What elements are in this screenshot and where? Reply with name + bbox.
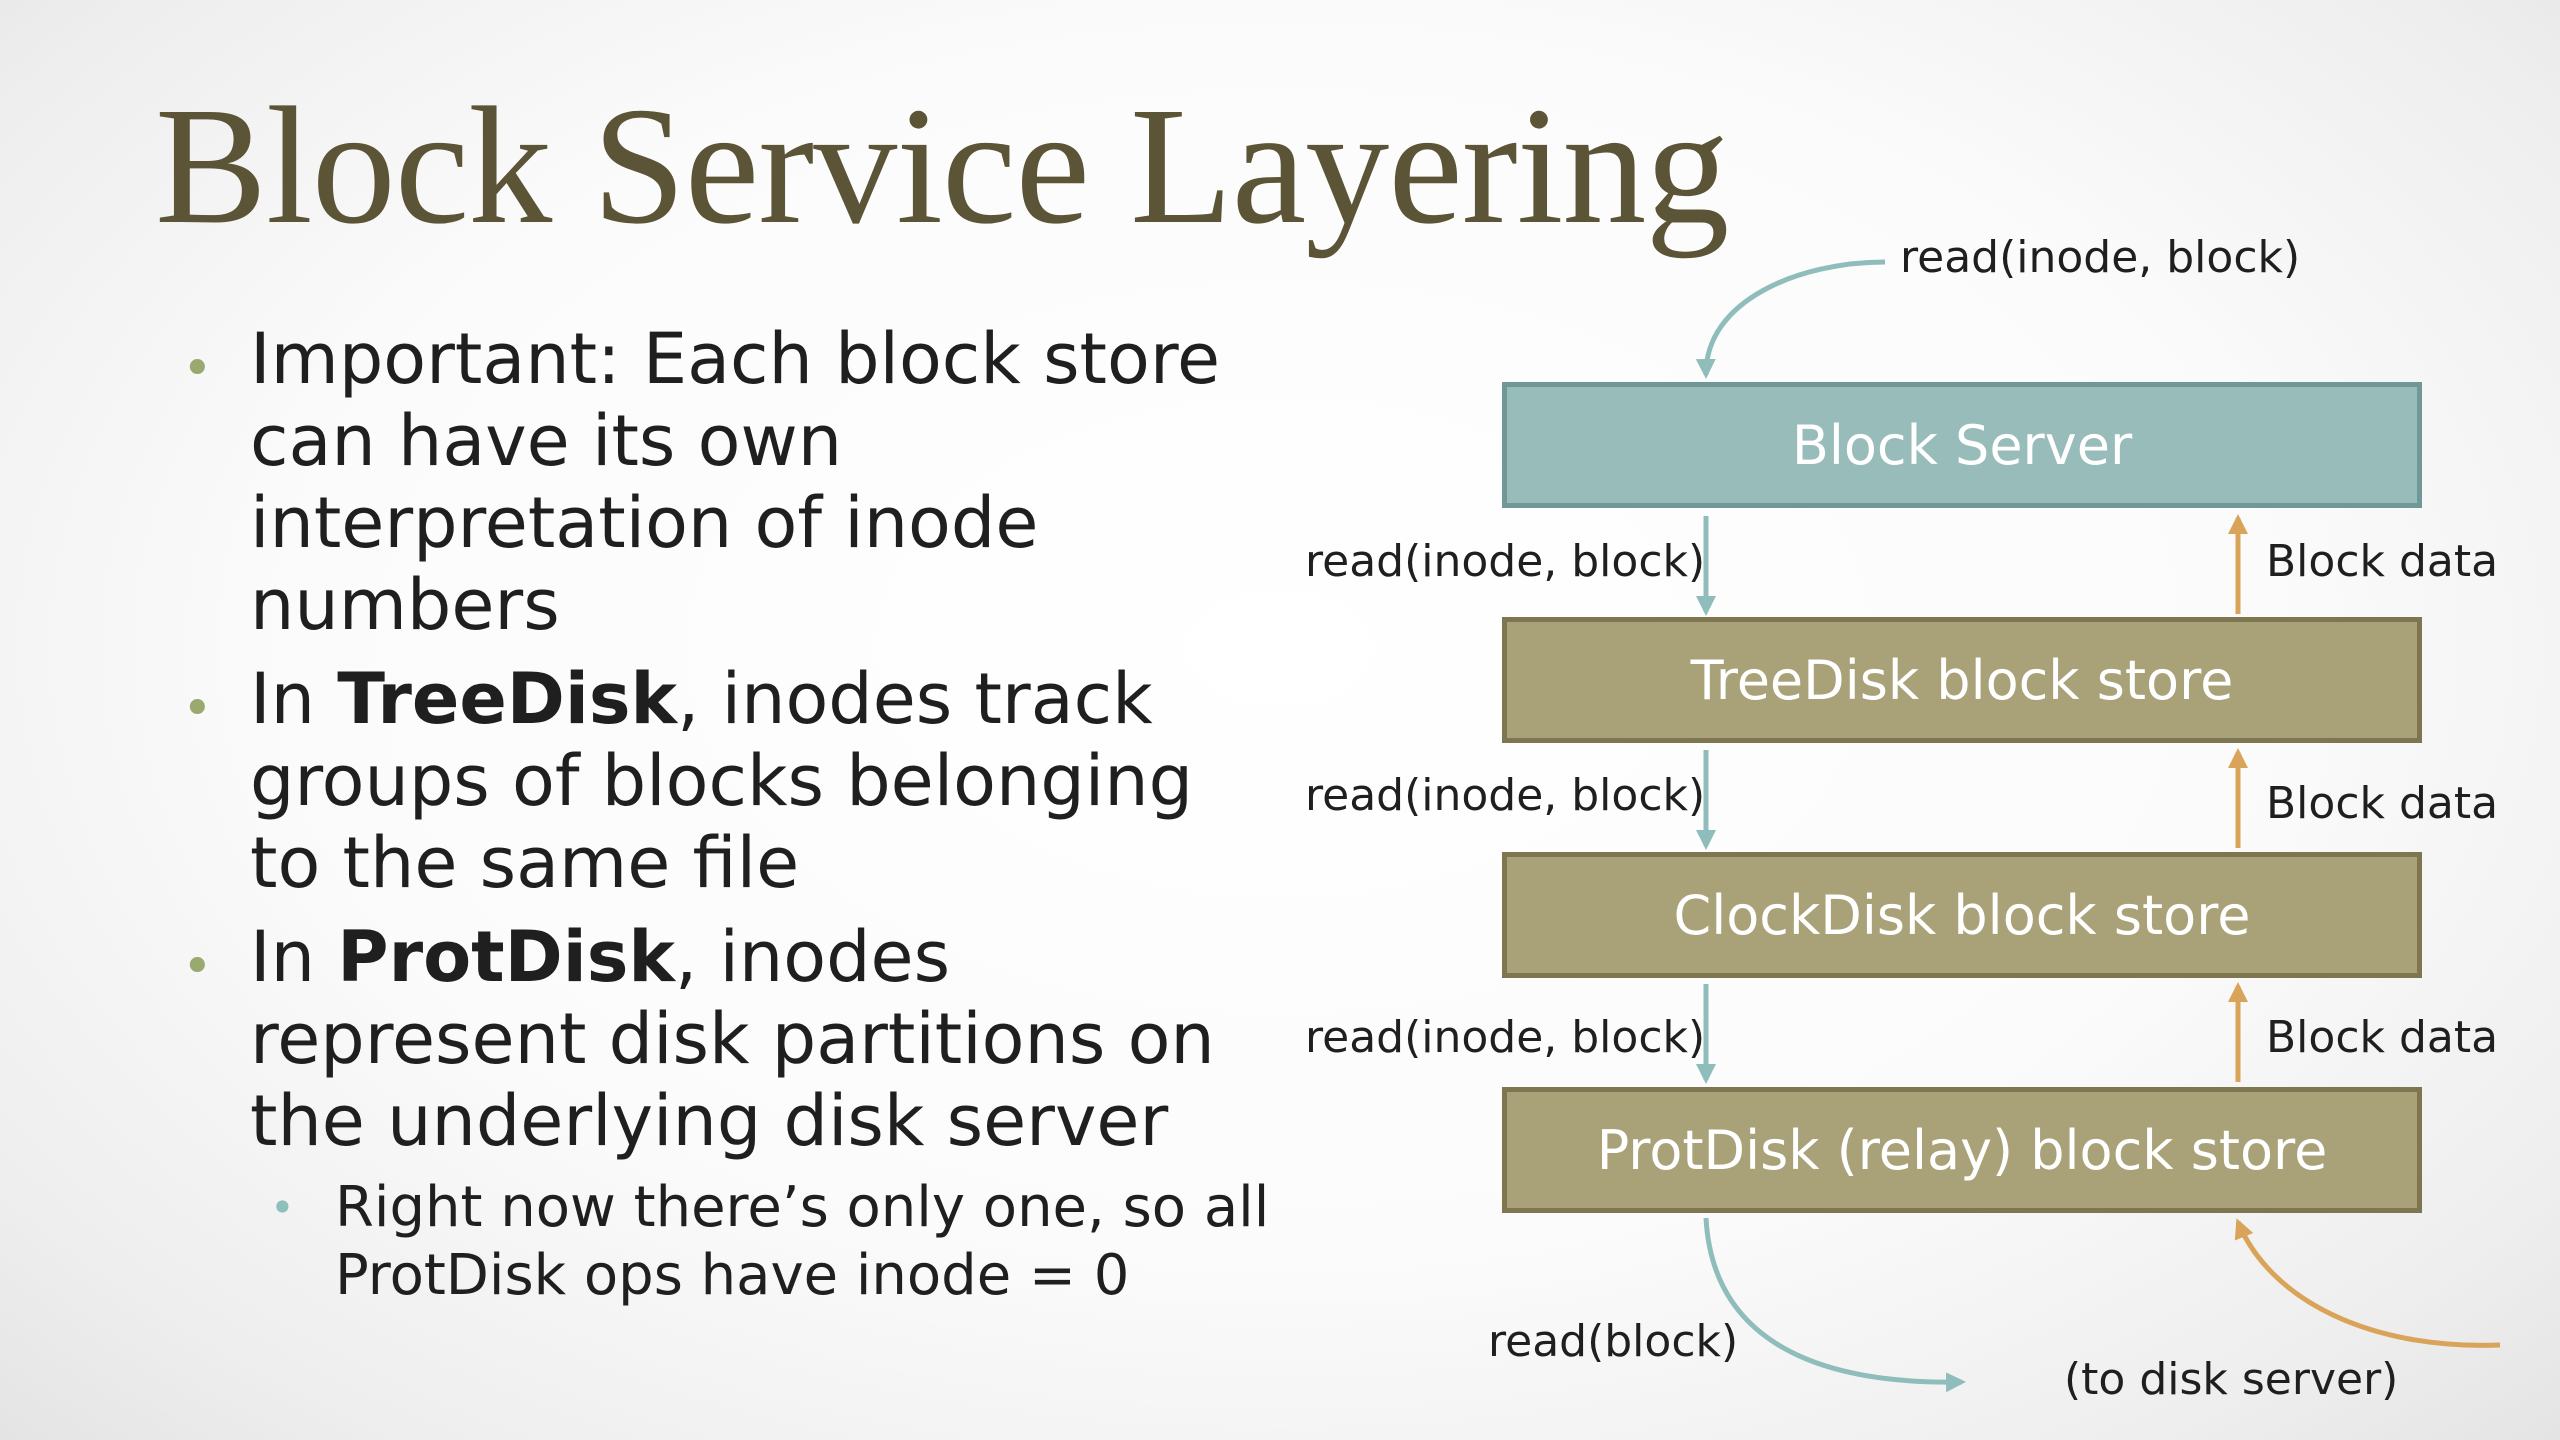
bullet-text-pre: In: [250, 658, 338, 740]
bullet-text: Important: Each block store can have its…: [250, 318, 1221, 646]
sub-bullet-dot-icon: •: [270, 1183, 295, 1232]
protdisk-block-store-box: ProtDisk (relay) block store: [1502, 1087, 2422, 1213]
bottom-target-label: (to disk server): [2064, 1354, 2399, 1405]
up-return-label: Block data: [2266, 536, 2499, 587]
bullet-dot-icon: •: [182, 339, 213, 399]
down-call-label: read(inode, block): [1305, 536, 1706, 587]
bottom-request-arrow: [1703, 1217, 1966, 1393]
bullet-dot-icon: •: [182, 679, 213, 739]
top-request-arrow: [1695, 259, 1886, 379]
slide-title: Block Service Layering: [155, 73, 1729, 259]
up-return-label: Block data: [2266, 1012, 2499, 1063]
bullet-item: • In TreeDisk, inodes track groups of bl…: [180, 658, 1280, 904]
up-return-label: Block data: [2266, 778, 2499, 829]
bottom-return-arrow: [2234, 1218, 2501, 1348]
sub-bullet-item: • Right now there’s only one, so all Pro…: [180, 1174, 1280, 1310]
bullet-dot-icon: •: [182, 937, 213, 997]
bullet-text-pre: In: [250, 916, 338, 998]
bullet-text-bold: ProtDisk: [337, 916, 675, 998]
bullet-list: • Important: Each block store can have i…: [180, 318, 1280, 1310]
bullet-text-post: , inodes track groups of blocks belongin…: [250, 658, 1194, 904]
bullet-text-bold: TreeDisk: [337, 658, 678, 740]
down-call-label: read(inode, block): [1305, 770, 1706, 821]
clockdisk-block-store-box: ClockDisk block store: [1502, 852, 2422, 978]
bottom-call-label: read(block): [1488, 1316, 1739, 1367]
down-call-label: read(inode, block): [1305, 1012, 1706, 1063]
bullet-text-post: , inodes represent disk partitions on th…: [250, 916, 1215, 1162]
bullet-item: • In ProtDisk, inodes represent disk par…: [180, 916, 1280, 1162]
block-server-box: Block Server: [1502, 382, 2422, 508]
bullet-item: • Important: Each block store can have i…: [180, 318, 1280, 646]
top-call-label: read(inode, block): [1900, 232, 2301, 283]
sub-bullet-text: Right now there’s only one, so all ProtD…: [335, 1175, 1270, 1308]
treedisk-block-store-box: TreeDisk block store: [1502, 617, 2422, 743]
